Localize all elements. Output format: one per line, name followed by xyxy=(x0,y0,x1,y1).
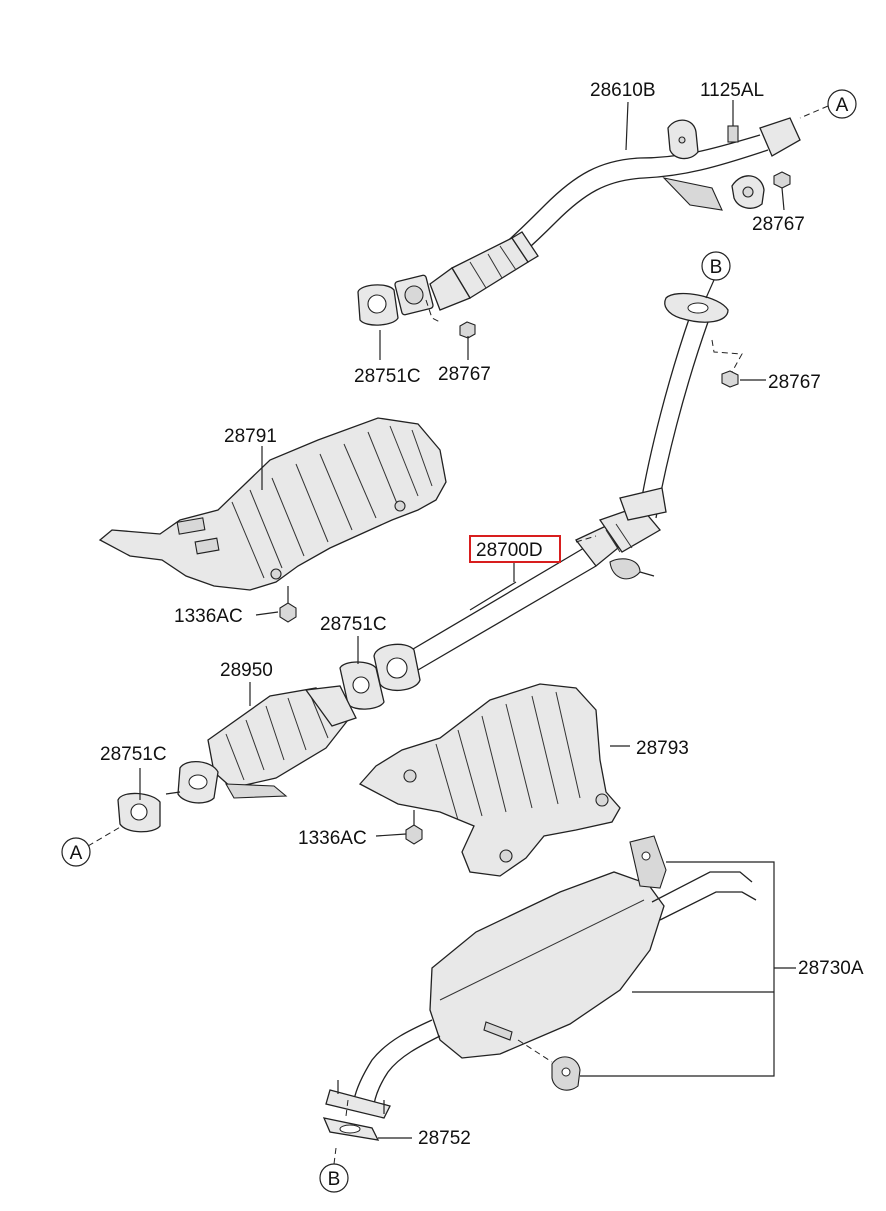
ref-b-top: B xyxy=(701,251,731,281)
label-28751C-left[interactable]: 28751C xyxy=(100,744,167,765)
bolt-1125AL[interactable] xyxy=(727,100,739,143)
nut-28767-right[interactable] xyxy=(721,370,739,388)
svg-text:B: B xyxy=(328,1169,341,1190)
nut-28767-top[interactable] xyxy=(773,171,791,189)
label-28950[interactable]: 28950 xyxy=(220,660,273,681)
nut-1336AC-bottom[interactable] xyxy=(405,810,423,845)
label-28791[interactable]: 28791 xyxy=(224,426,277,447)
heat-shield-28791[interactable] xyxy=(98,417,447,591)
label-28700D[interactable]: 28700D xyxy=(476,540,543,561)
label-28793[interactable]: 28793 xyxy=(636,738,689,759)
gasket-28752[interactable] xyxy=(322,1117,380,1141)
gasket-28751C-mid[interactable] xyxy=(339,661,385,710)
label-28767-top[interactable]: 28767 xyxy=(752,214,805,235)
label-28751C-top[interactable]: 28751C xyxy=(354,366,421,387)
label-1336AC-top[interactable]: 1336AC xyxy=(174,606,243,627)
label-28610B[interactable]: 28610B xyxy=(590,80,656,101)
label-1125AL[interactable]: 1125AL xyxy=(700,80,764,101)
svg-text:A: A xyxy=(70,843,83,864)
label-28767-right[interactable]: 28767 xyxy=(768,372,821,393)
label-28751C-mid[interactable]: 28751C xyxy=(320,614,387,635)
svg-text:A: A xyxy=(836,95,849,116)
ref-a-top: A xyxy=(827,89,857,119)
highlight-box-28700D xyxy=(469,535,561,563)
label-28752[interactable]: 28752 xyxy=(418,1128,471,1149)
center-pipe-28700D[interactable] xyxy=(373,292,729,691)
gasket-28751C-top[interactable] xyxy=(357,284,399,326)
label-28730A[interactable]: 28730A xyxy=(798,958,864,979)
gasket-28751C-left[interactable] xyxy=(117,792,161,833)
nut-28767-mid[interactable] xyxy=(459,321,476,339)
label-28767-mid[interactable]: 28767 xyxy=(438,364,491,385)
leader-lines xyxy=(87,101,829,1165)
nut-1336AC-top[interactable] xyxy=(279,586,297,623)
svg-text:B: B xyxy=(710,257,723,278)
hanger-top-2[interactable] xyxy=(731,175,765,209)
muffler-28730A[interactable] xyxy=(325,835,757,1119)
ref-a-bottom: A xyxy=(61,837,91,867)
front-pipe-28610B[interactable] xyxy=(394,117,801,316)
label-1336AC-bottom[interactable]: 1336AC xyxy=(298,828,367,849)
ref-b-bottom: B xyxy=(319,1163,349,1193)
hanger-top-1[interactable] xyxy=(667,119,699,160)
catalytic-converter-28950[interactable] xyxy=(165,685,357,804)
heat-shield-28793[interactable] xyxy=(358,683,621,877)
